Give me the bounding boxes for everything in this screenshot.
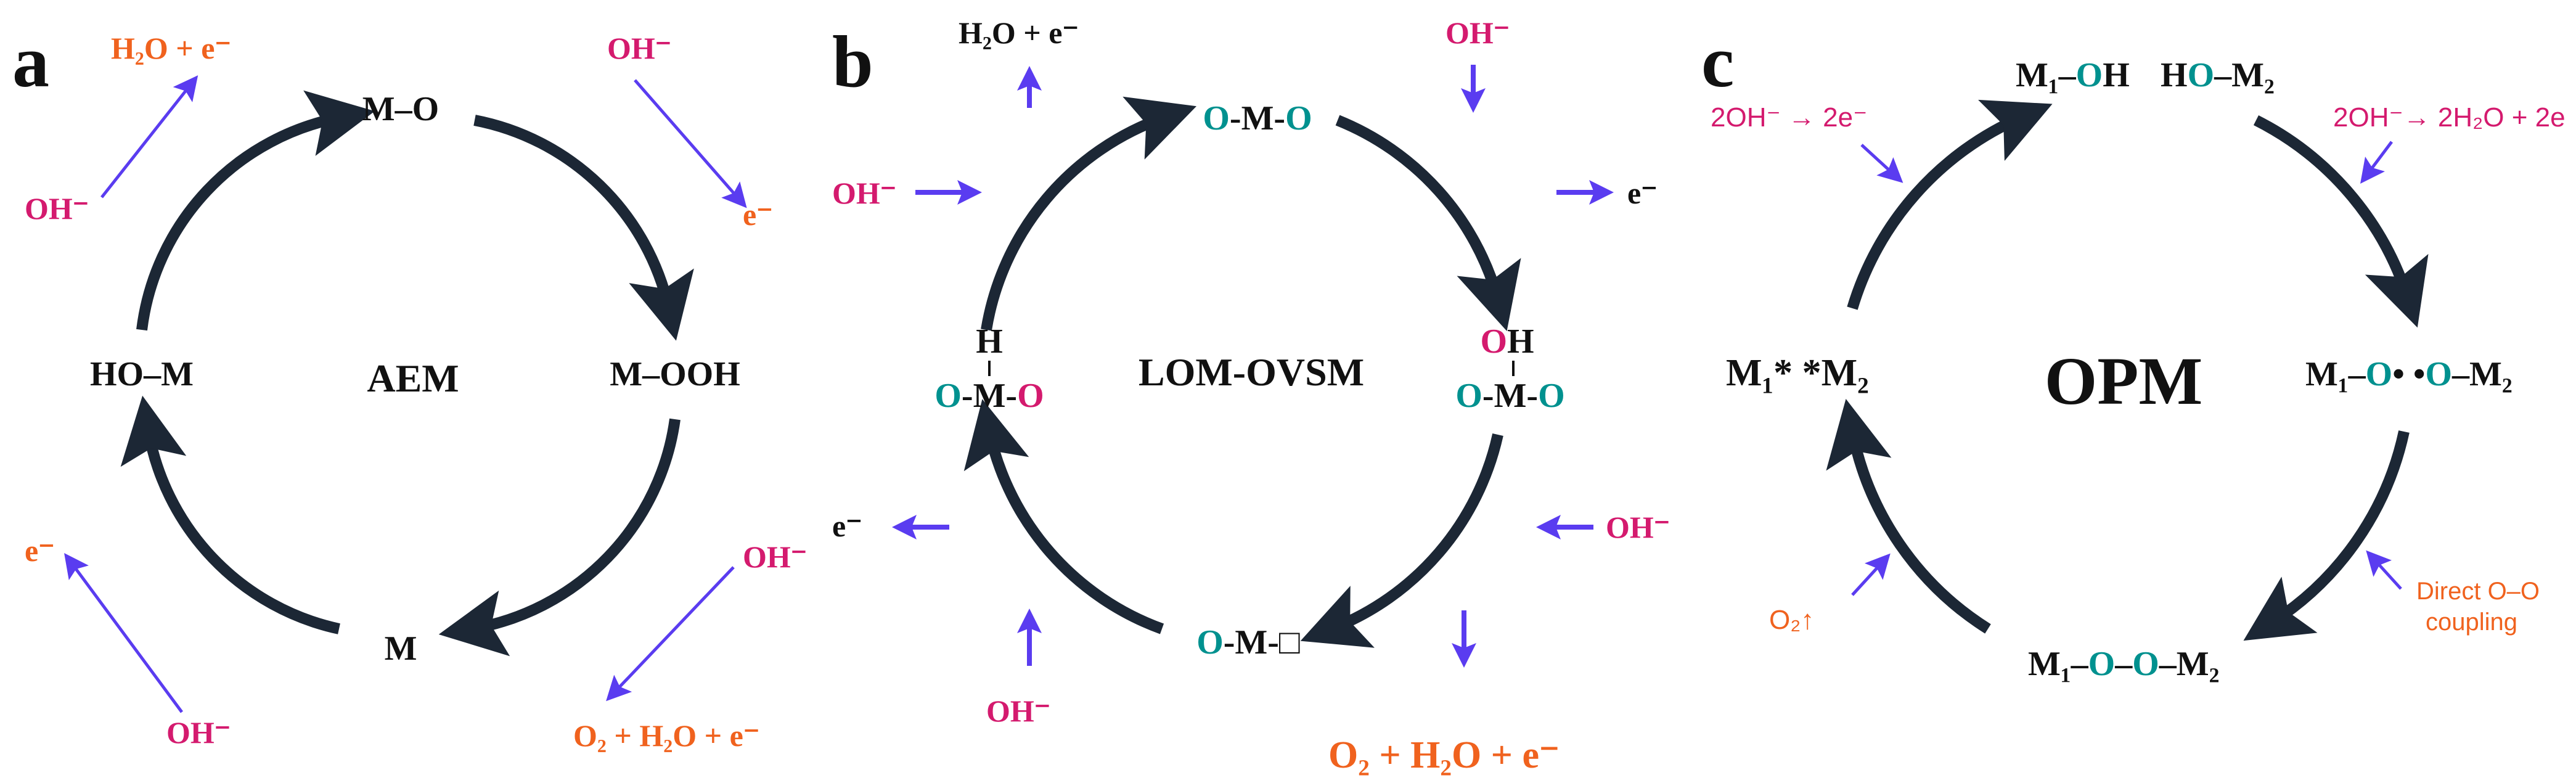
species-o-m-o-top: O-M-O	[1203, 99, 1312, 137]
reagent-c-br-line2: coupling	[2426, 609, 2517, 636]
reagent-b-bottom-out: O₂ + H₂O + e⁻	[1328, 734, 1560, 776]
cycle-arrow-a-3	[438, 418, 681, 657]
reagent-b-top-right-in: OH⁻	[1445, 15, 1510, 50]
species-m1-m2-vacant: M₁* *M₂	[1726, 352, 1869, 394]
panel-b-letter: b	[832, 20, 873, 102]
cycle-arrow-b-1	[981, 96, 1197, 331]
species-m1-o-o-m2-radical: M₁–O• •O–M₂	[2305, 355, 2513, 393]
reagent-a-tr-out: e⁻	[743, 197, 773, 232]
cycle-arrow-b-3	[1300, 433, 1503, 648]
reagent-b-left-in: OH⁻	[832, 176, 896, 210]
species-m-o: M–O	[362, 90, 439, 128]
reagent-a-br-out: O₂ + H₂O + e⁻	[573, 718, 759, 753]
cycle-arrow-b-4	[963, 399, 1164, 634]
reagent-a-tr-in: OH⁻	[607, 31, 671, 65]
species-h-label: H	[976, 322, 1003, 361]
panel-b: b O-M-O OH O-M-O O-M-□ H O-M-O LOM-OVSM …	[832, 15, 1670, 776]
reagent-b-left-out: e⁻	[832, 509, 862, 543]
reagent-arrow-a-tr	[634, 79, 747, 208]
species-ho-m2: HO–M₂	[2161, 56, 2275, 94]
reagent-b-bottom-in: OH⁻	[986, 694, 1050, 728]
cycle-arrow-b-2	[1335, 115, 1521, 332]
cycle-arrow-c-3	[2243, 430, 2410, 641]
reagent-a-br-in: OH⁻	[743, 539, 807, 574]
reagent-b-top-out: H₂O + e⁻	[959, 15, 1079, 50]
mechanism-title-aem: AEM	[367, 356, 459, 400]
cycle-arrow-a-4	[120, 395, 340, 634]
panel-a-letter: a	[12, 20, 49, 102]
reagent-b-right-out: e⁻	[1627, 176, 1658, 210]
reagent-arrow-a-bl	[64, 552, 184, 713]
cycle-arrow-c-1	[1847, 99, 2053, 310]
reagent-a-tl-out: H₂O + e⁻	[111, 31, 231, 65]
reagent-a-bl-in: OH⁻	[166, 715, 231, 750]
panel-c-letter: c	[1701, 20, 1734, 102]
panel-c: c M₁–OH HO–M₂ M₁* *M₂ M₁–O• •O–M₂ M₁–O–O…	[1701, 20, 2566, 683]
reagent-arrow-c-tr	[2360, 141, 2393, 184]
reagent-a-tl-in: OH⁻	[25, 191, 89, 226]
reagent-c-tl: 2OH⁻ → 2e⁻	[1711, 102, 1867, 133]
cycle-arrow-c-4	[1826, 399, 1991, 634]
species-ho-m: HO–M	[90, 355, 194, 393]
species-m: M	[385, 629, 417, 668]
reagent-arrow-c-br	[2366, 550, 2402, 590]
cycle-arrow-a-1	[136, 90, 375, 331]
reagent-arrow-a-tl	[100, 75, 198, 199]
reagent-c-bl: O₂↑	[1769, 605, 1814, 635]
species-m-ooh: M–OOH	[610, 355, 740, 393]
cycle-arrow-a-2	[473, 115, 694, 341]
reagent-c-tr: 2OH⁻→ 2H₂O + 2e	[2333, 102, 2566, 133]
species-m1-oh: M₁–OH	[2016, 56, 2130, 94]
species-o-m-vacancy: O-M-□	[1196, 623, 1300, 662]
species-o-m-o-right: O-M-O	[1455, 377, 1564, 415]
reagent-arrow-a-br	[606, 566, 735, 702]
species-o-m-o-left: O-M-O	[934, 377, 1044, 415]
panel-a: a M–O M–OOH M HO–M AEM OH⁻ H₂O + e⁻ OH⁻ …	[12, 20, 807, 753]
reagent-a-bl-out: e⁻	[25, 533, 55, 568]
reagent-b-right-in: OH⁻	[1606, 510, 1670, 544]
mechanism-title-lom-ovsm: LOM-OVSM	[1139, 350, 1364, 394]
reagent-arrow-c-tl	[1860, 144, 1903, 183]
reagent-c-br-line1: Direct O–O	[2416, 578, 2540, 605]
cycle-arrow-c-2	[2253, 115, 2429, 328]
species-oh-label: OH	[1480, 322, 1534, 361]
mechanism-title-opm: OPM	[2045, 343, 2203, 419]
reagent-arrow-c-bl	[1851, 553, 1891, 596]
species-m1-o-o-m2: M₁–O–O–M₂	[2028, 645, 2219, 683]
